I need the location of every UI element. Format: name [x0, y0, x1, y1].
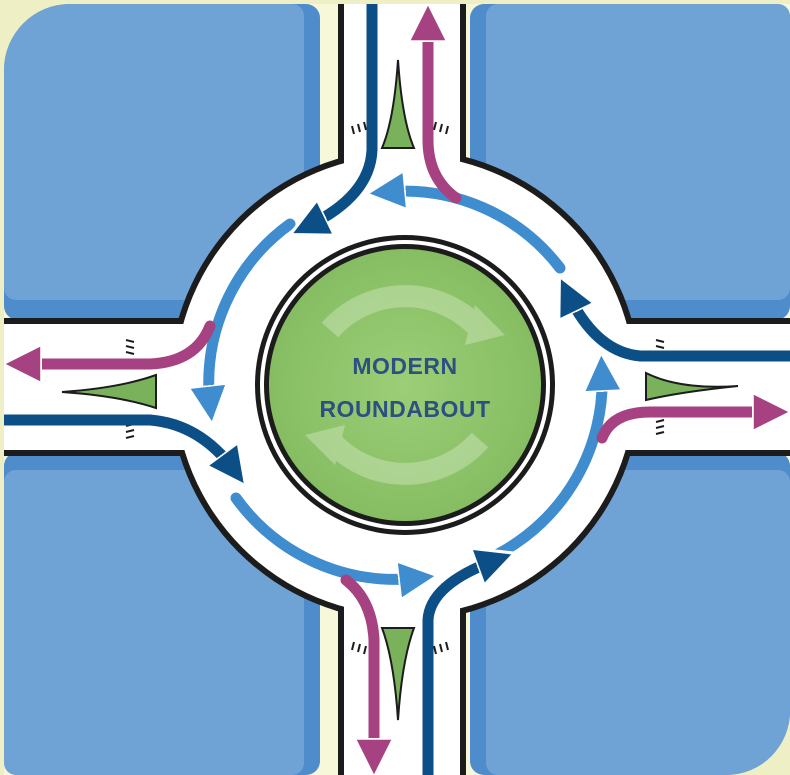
exit-arrow-east: [596, 412, 772, 444]
circulating-arrow-east: [492, 372, 602, 560]
splitter-east: [645, 371, 739, 402]
entry-arrow-south: [422, 560, 496, 775]
label-line-1: MODERN: [352, 353, 457, 379]
circular-arrows-icon: [305, 285, 505, 485]
splitter-south: [380, 627, 416, 721]
circulating-arrow-west: [209, 218, 296, 405]
splitter-west: [61, 373, 157, 410]
entering-arrows: [4, 4, 790, 775]
center-island: [255, 235, 555, 535]
diagram-frame: MODERN ROUNDABOUT: [4, 4, 790, 775]
roundabout-label: MODERN ROUNDABOUT: [319, 353, 490, 422]
entry-arrow-east: [568, 294, 790, 362]
exit-arrow-south: [340, 574, 374, 758]
label-line-2: ROUNDABOUT: [319, 396, 490, 422]
splitter-islands: [61, 59, 739, 721]
exit-arrow-west: [22, 320, 216, 364]
exiting-arrows: [22, 22, 772, 758]
circulating-arrow-south: [230, 492, 418, 579]
circulating-arrow-north: [386, 191, 566, 274]
entry-arrow-north: [308, 4, 378, 226]
roundabout-svg: MODERN ROUNDABOUT: [4, 4, 790, 775]
exit-arrow-north: [428, 22, 462, 204]
circulating-arrows: [209, 191, 602, 579]
entry-arrow-west: [4, 414, 234, 470]
splitter-north: [380, 59, 416, 149]
